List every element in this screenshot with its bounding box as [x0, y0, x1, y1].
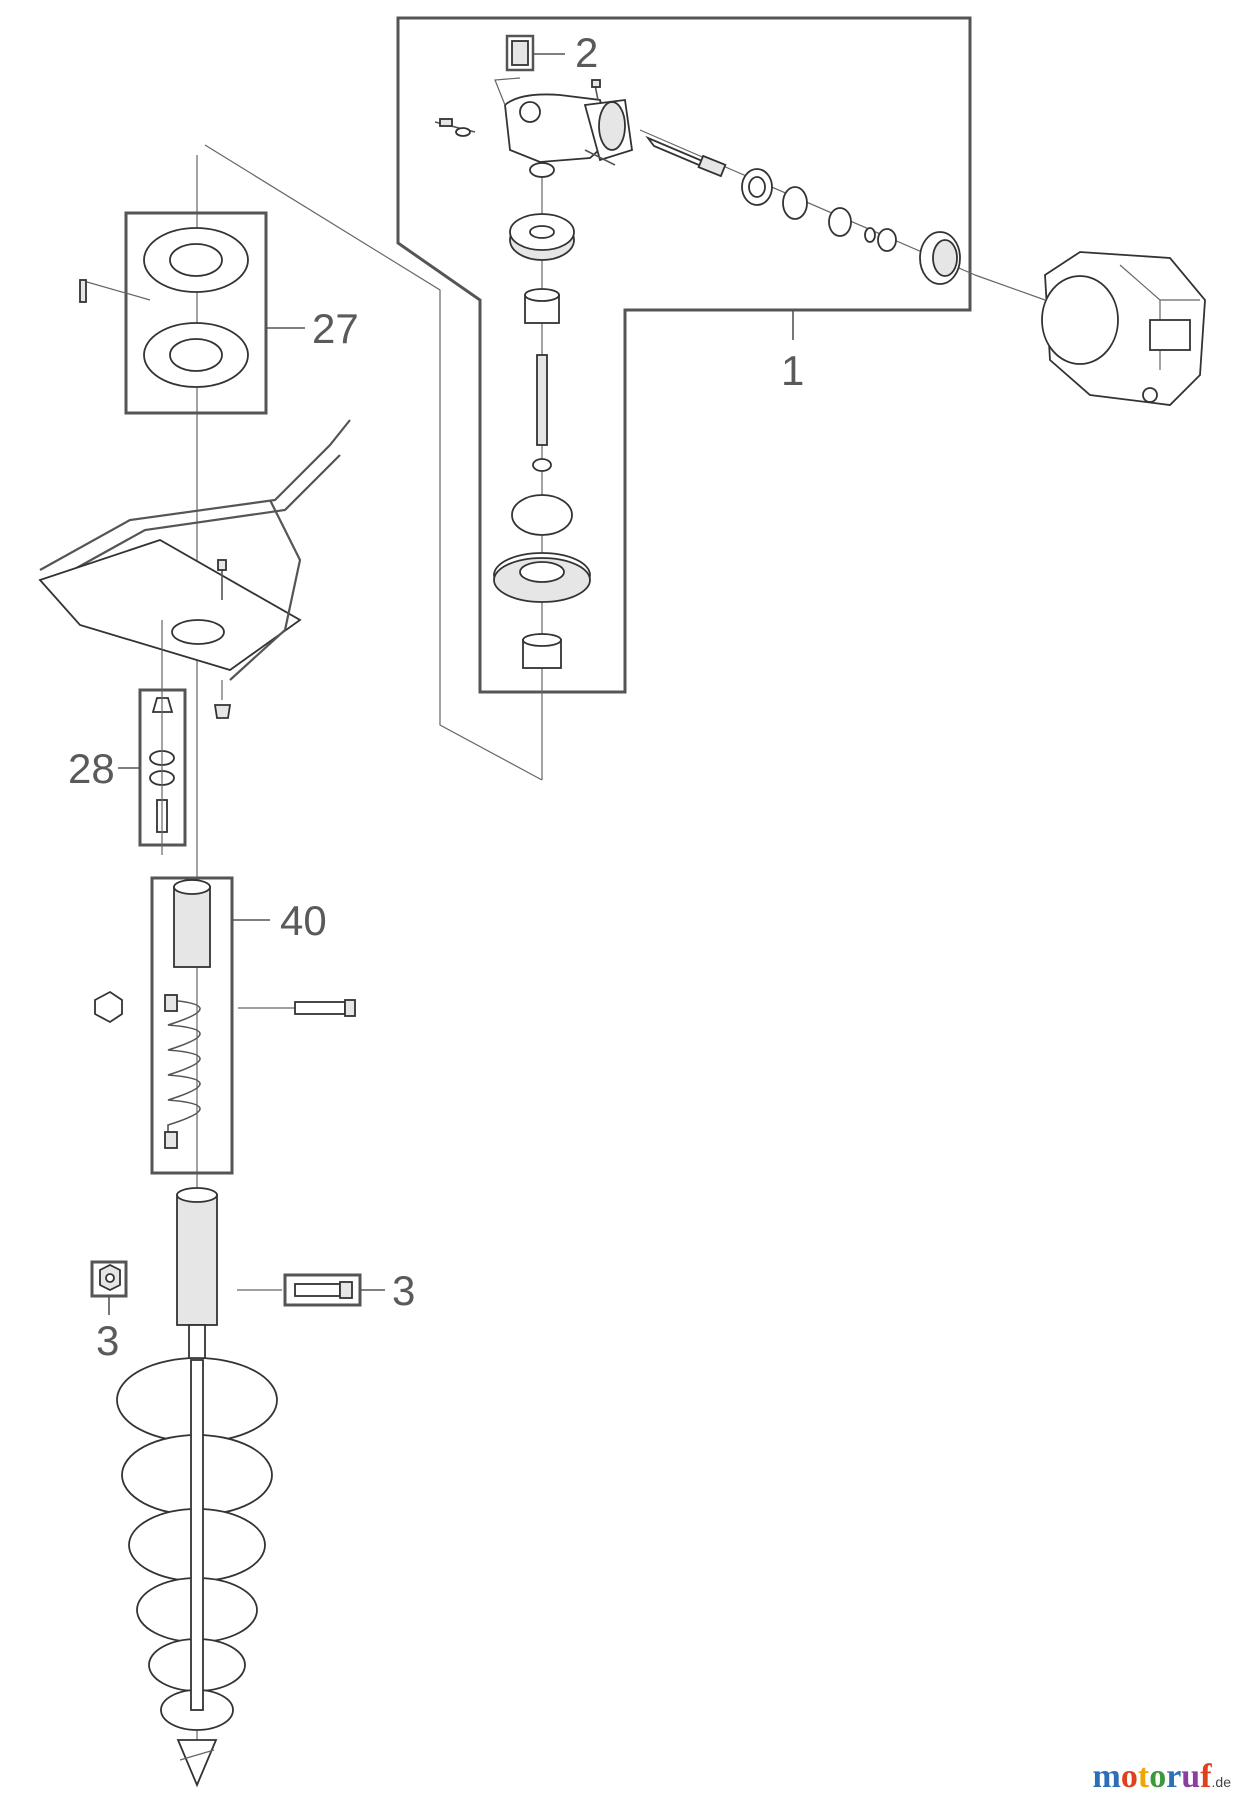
- watermark-logo: motoruf.de: [1093, 1758, 1231, 1796]
- vertical-gear-stack: [493, 162, 591, 780]
- auger-nut-part: [90, 1260, 128, 1315]
- auger-flighting: [116, 1357, 278, 1788]
- gear-housing: [494, 77, 633, 163]
- input-shaft-parts: [639, 129, 976, 285]
- auger-bolt-part: [283, 1273, 385, 1307]
- handle-frame: [38, 419, 351, 719]
- watermark-letter: r: [1166, 1758, 1182, 1795]
- callout-27: 27: [312, 305, 359, 352]
- watermark-letter: f: [1200, 1758, 1212, 1795]
- fill-plug-part: [505, 34, 565, 72]
- callout-40: 40: [280, 897, 327, 944]
- callout-3-bolt: 3: [392, 1267, 415, 1314]
- callout-28: 28: [68, 745, 115, 792]
- engine-block: [974, 251, 1206, 406]
- auger-coupling-part: [94, 876, 356, 1175]
- watermark-letter: m: [1092, 1758, 1121, 1795]
- callout-2: 2: [575, 29, 598, 76]
- watermark-letter: u: [1181, 1758, 1201, 1795]
- assembly-guide-line: [204, 144, 543, 781]
- gearbox-assembly-boundary: [396, 16, 972, 694]
- callout-1: 1: [781, 347, 804, 394]
- watermark-tld: .de: [1211, 1774, 1231, 1790]
- watermark-letter: t: [1137, 1758, 1150, 1795]
- callout-3-nut: 3: [96, 1317, 119, 1364]
- watermark-letter: o: [1149, 1758, 1167, 1795]
- housing-screws: [434, 79, 616, 166]
- handle-fasteners-part: [118, 620, 187, 855]
- flange-gaskets-part: [79, 211, 305, 415]
- watermark-letter: o: [1120, 1758, 1138, 1795]
